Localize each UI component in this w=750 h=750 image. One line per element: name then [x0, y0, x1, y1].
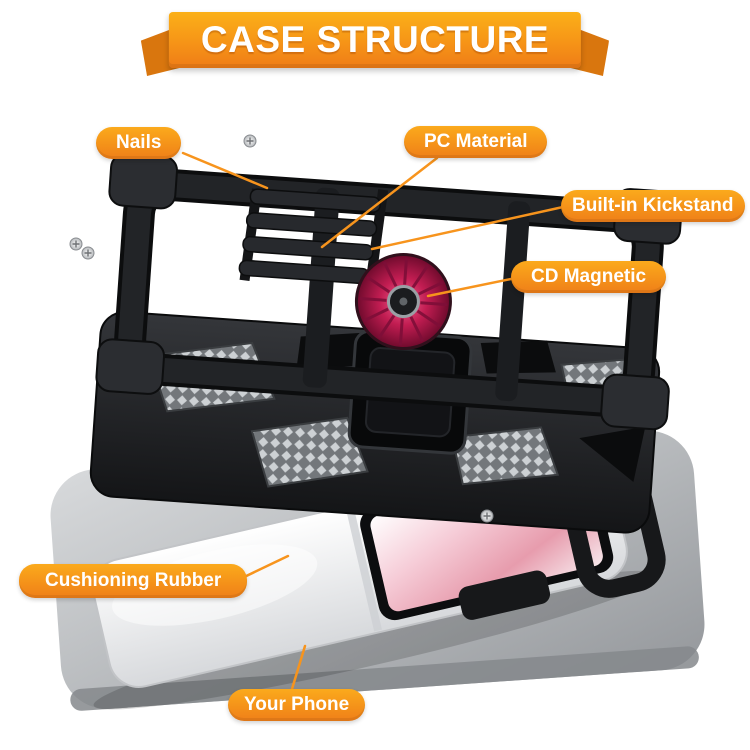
callout-line-cushioning-rubber: [238, 554, 290, 581]
callout-line-your-phone: [290, 644, 307, 691]
grip-texture: [450, 426, 560, 486]
grip-texture: [250, 416, 369, 488]
callout-pc-material: PC Material: [404, 126, 548, 158]
screw-icon: [81, 246, 95, 260]
frame-strut: [495, 201, 531, 402]
screw-icon: [243, 134, 257, 148]
callout-nails: Nails: [96, 127, 182, 159]
callout-line-cd-magnetic: [426, 277, 513, 298]
title-ribbon-band: CASE STRUCTURE: [168, 12, 582, 68]
frame-corner-pad: [600, 373, 670, 431]
frame-strut: [302, 187, 340, 388]
callout-cushioning-rubber: Cushioning Rubber: [19, 564, 248, 598]
case-illustration: [89, 152, 683, 534]
cd-magnetic-disc: [354, 253, 452, 351]
screw-icon: [480, 509, 494, 523]
kickstand: [238, 188, 389, 285]
cushion-corner-piece: [458, 570, 551, 620]
phone-hinge: [345, 506, 382, 632]
frame-corner-pad: [95, 338, 166, 395]
callout-built-in-kickstand: Built-in Kickstand: [561, 190, 745, 222]
callout-nails-label: Nails: [116, 132, 162, 153]
callout-line-nails: [181, 151, 269, 190]
title-ribbon: CASE STRUCTURE: [140, 12, 610, 76]
callout-cushioning-rubber-label: Cushioning Rubber: [45, 570, 222, 591]
callout-cd-magnetic: CD Magnetic: [511, 261, 667, 293]
case-frame: [118, 172, 660, 414]
callout-built-in-kickstand-label: Built-in Kickstand: [572, 195, 734, 216]
callout-line-pc-material: [320, 156, 439, 249]
frame-corner-pad: [108, 152, 178, 210]
callout-lines: [181, 151, 565, 691]
plate-cutout: [579, 426, 646, 482]
callout-cd-magnetic-label: CD Magnetic: [531, 266, 647, 287]
page-title: CASE STRUCTURE: [200, 19, 550, 60]
callout-your-phone-label: Your Phone: [244, 694, 350, 715]
screw-icon: [69, 237, 83, 251]
callout-line-kickstand: [370, 205, 565, 251]
callout-pc-material-label: PC Material: [424, 131, 528, 152]
callout-your-phone: Your Phone: [228, 689, 366, 721]
